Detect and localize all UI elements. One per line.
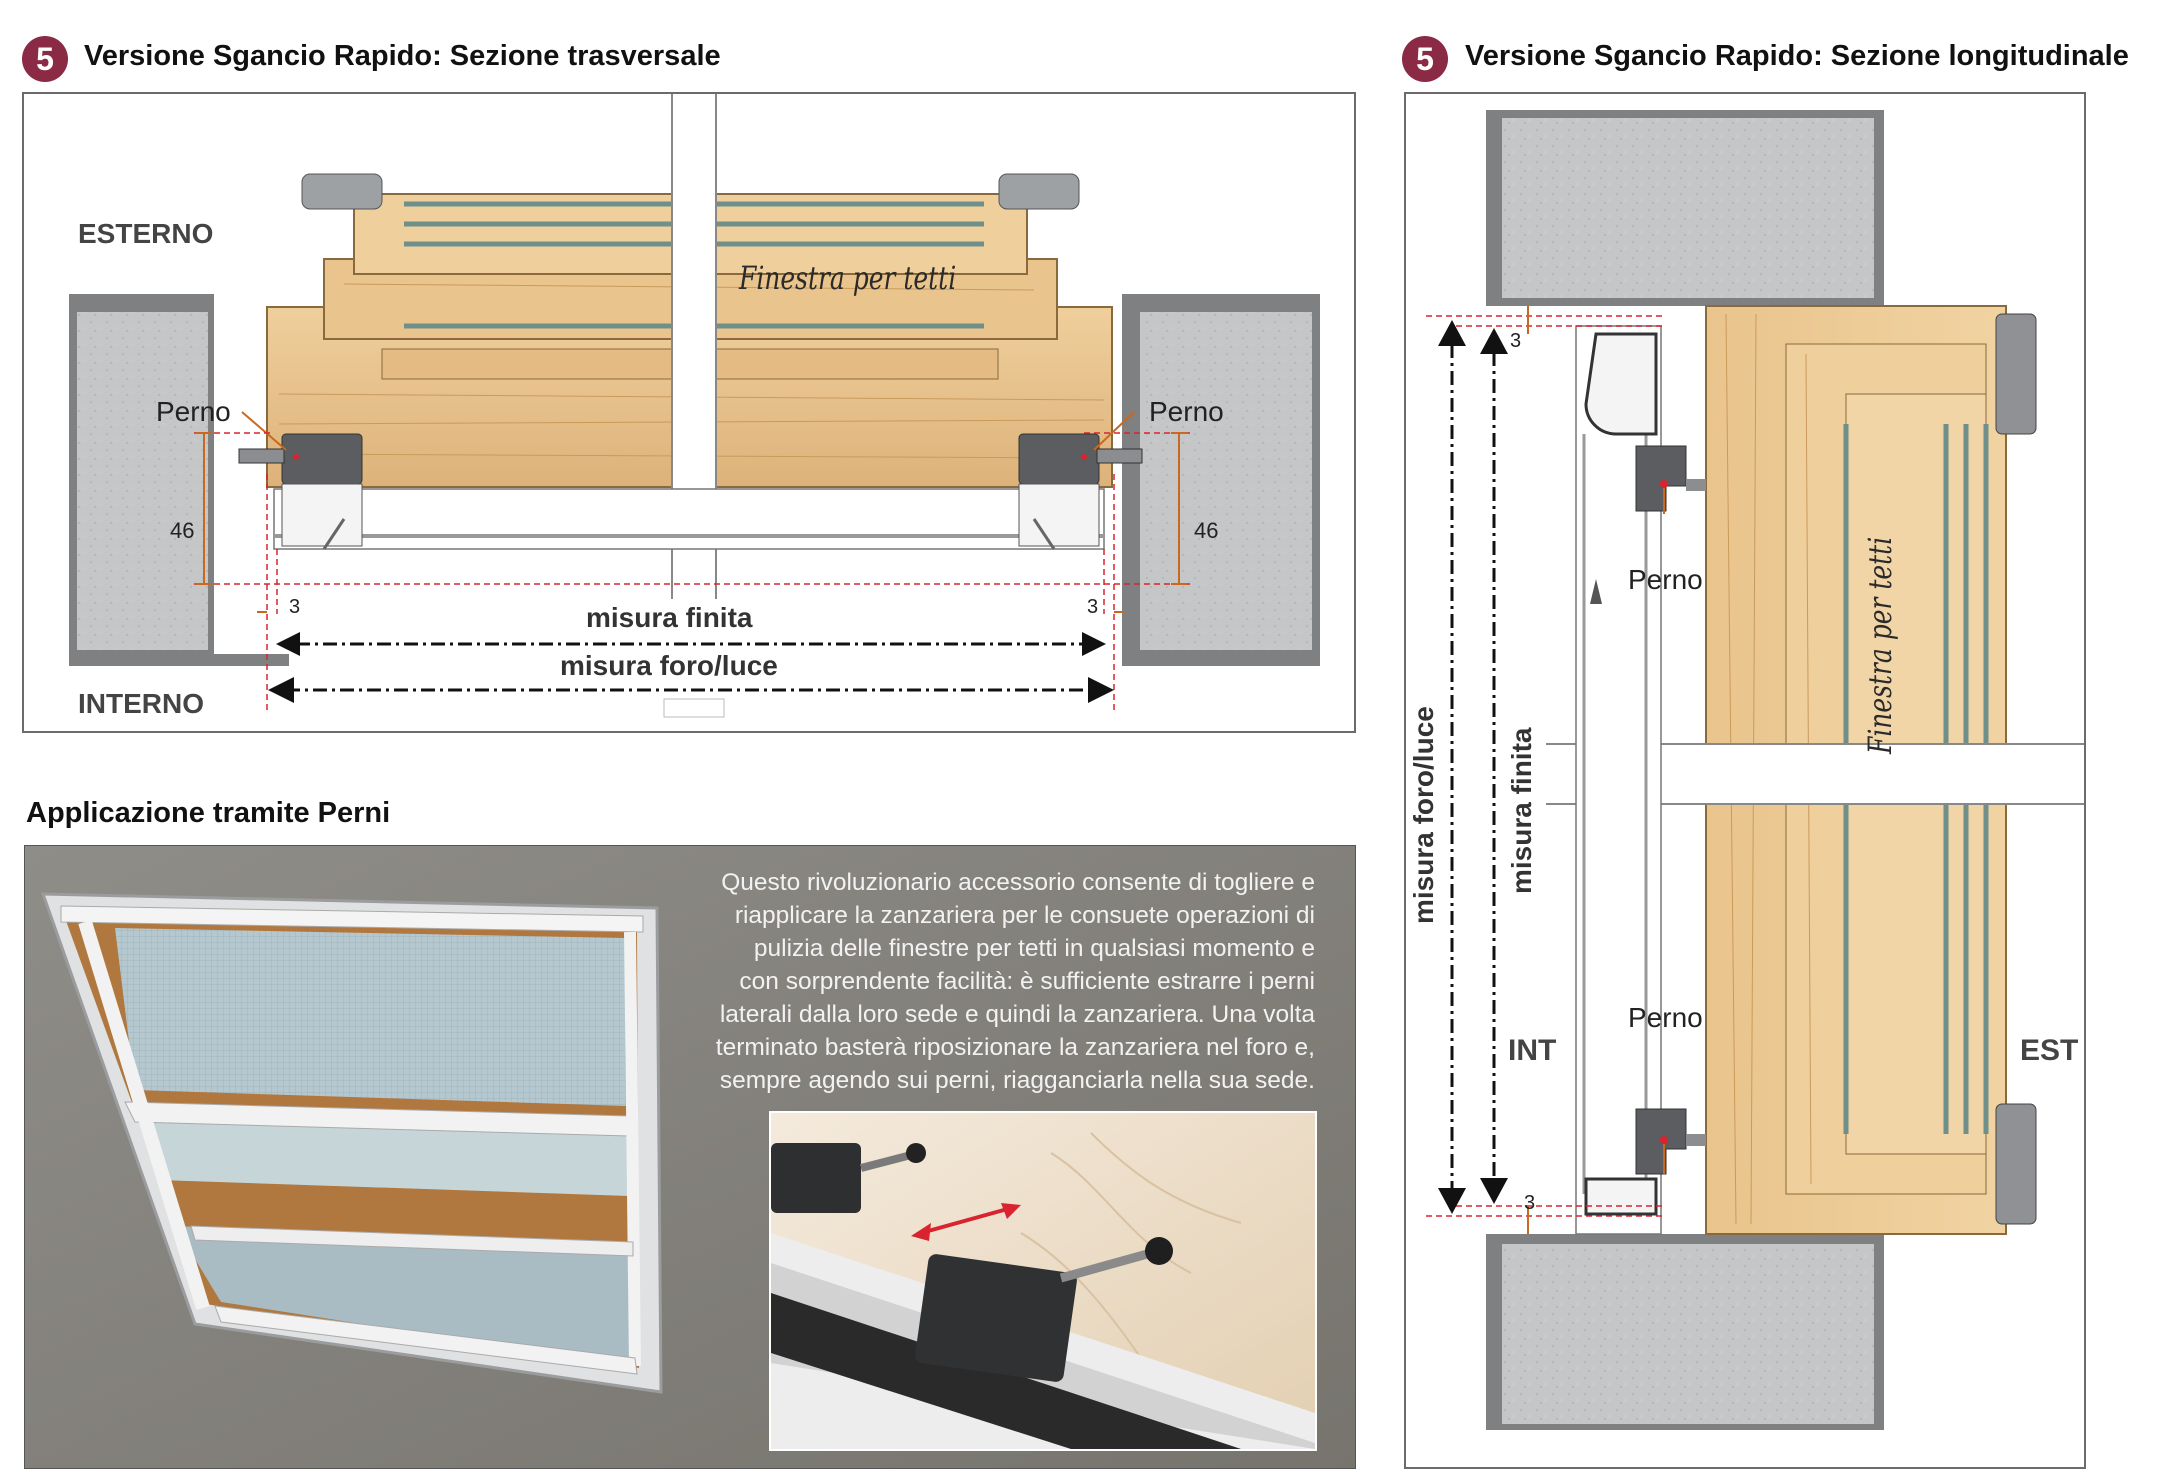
dim-finished-label: misura finita <box>586 602 753 633</box>
dim-finished-label-vertical: misura finita <box>1506 727 1537 894</box>
pin-label-top: Perno <box>1628 564 1703 595</box>
window-label: Finestra per tetti <box>739 259 957 297</box>
longitudinal-section-title: Versione Sgancio Rapido: Sezione longitu… <box>1465 40 2129 72</box>
gap-value-left: 3 <box>289 596 301 618</box>
application-title: Applicazione tramite Perni <box>26 797 391 829</box>
description-line: con sorprendente facilità: è sufficiente… <box>739 968 1315 995</box>
window-label-vertical: Finestra per tetti <box>1861 536 1899 754</box>
concrete-right <box>1140 312 1312 650</box>
pin-label-right: Perno <box>1149 396 1224 427</box>
height-value-right: 46 <box>1194 518 1219 543</box>
cassette-top <box>1584 332 1658 436</box>
label-inside: INTERNO <box>78 688 204 719</box>
longitudinal-section-drawing <box>1426 110 2084 1430</box>
gap-value-right: 3 <box>1087 596 1099 618</box>
description-line: terminato basterà riposizionare la zanza… <box>715 1034 1315 1061</box>
gap-value-bottom: 3 <box>1524 1192 1536 1214</box>
step-badge: 5 <box>22 36 68 82</box>
application-description: Questo rivoluzionario accessorio consent… <box>615 866 1315 1097</box>
description-line: riapplicare la zanzariera per le consuet… <box>734 902 1315 929</box>
application-photo-panel: Questo rivoluzionario accessorio consent… <box>24 845 1356 1469</box>
description-line: sempre agendo sui perni, riagganciarla n… <box>719 1067 1315 1094</box>
gap-value-top: 3 <box>1510 330 1522 352</box>
transverse-section-drawing <box>69 94 1320 731</box>
longitudinal-section-panel: Finestra per tetti Perno Perno 3 3 misur… <box>1404 92 2086 1469</box>
description-line: laterali dalla loro sede e quindi la zan… <box>719 1001 1315 1028</box>
transverse-section-title: Versione Sgancio Rapido: Sezione trasver… <box>84 40 721 72</box>
height-value-left: 46 <box>170 518 195 543</box>
label-int: INT <box>1508 1034 1557 1067</box>
clip-block-right <box>1018 433 1100 485</box>
step-badge-right: 5 <box>1402 36 1448 82</box>
concrete-left <box>77 312 208 650</box>
description-line: Questo rivoluzionario accessorio consent… <box>721 869 1315 896</box>
dim-opening-label: misura foro/luce <box>560 650 778 681</box>
pin-closeup-photo <box>769 1111 1317 1451</box>
pin-label-left: Perno <box>156 396 231 427</box>
clip-top <box>1635 445 1687 512</box>
label-est: EST <box>2020 1034 2079 1067</box>
pin-right <box>1096 448 1143 464</box>
label-outside: ESTERNO <box>78 218 214 249</box>
description-line: pulizia delle finestre per tetti in qual… <box>753 935 1315 962</box>
transverse-section-panel: ESTERNO INTERNO Finestra per tetti Perno… <box>22 92 1356 733</box>
pin-left <box>238 448 285 464</box>
concrete-bottom <box>1502 1244 1874 1424</box>
pin-label-bottom: Perno <box>1628 1002 1703 1033</box>
concrete-top <box>1502 118 1874 298</box>
dim-opening-label-vertical: misura foro/luce <box>1408 706 1439 924</box>
